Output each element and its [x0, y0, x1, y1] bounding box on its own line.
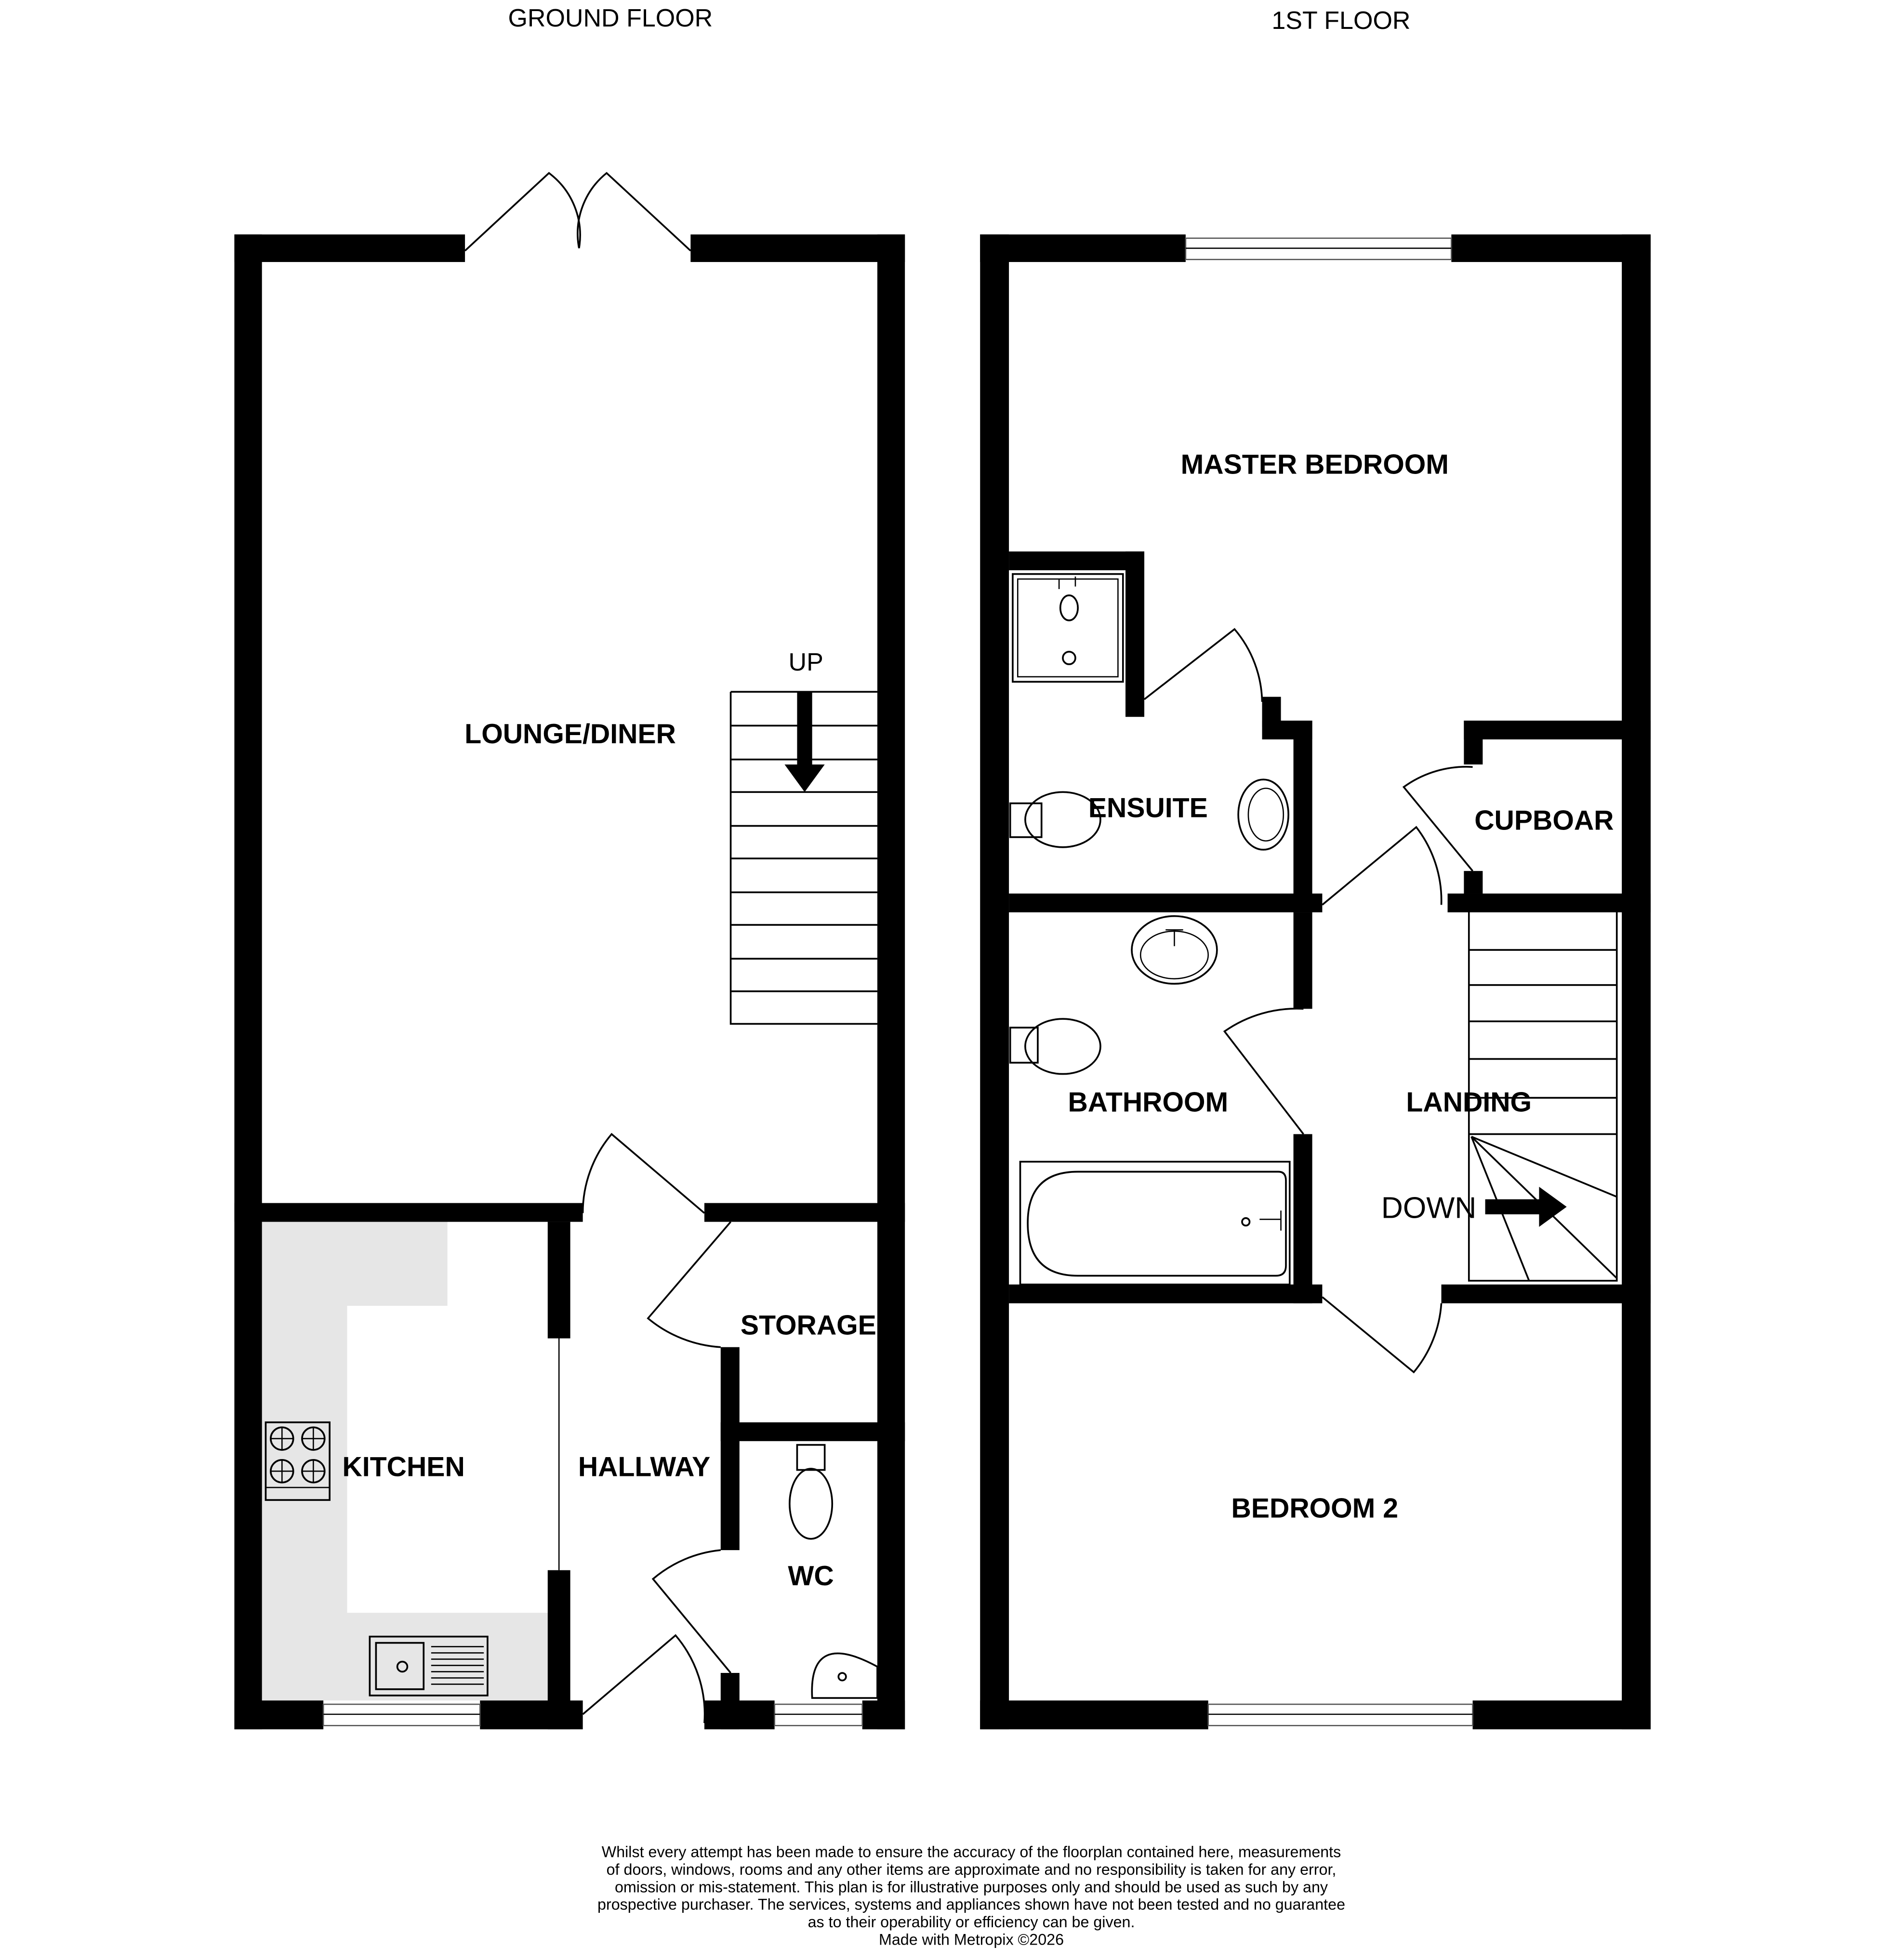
kitchen-worktop — [262, 1222, 548, 1701]
stairs-down-label: DOWN — [1381, 1191, 1477, 1225]
ensuite-basin-icon — [1237, 778, 1289, 851]
first-stairs[interactable] — [1468, 912, 1618, 1282]
disclaimer-line: omission or mis-statement. This plan is … — [615, 1878, 1328, 1895]
credit: Made with Metropix ©2026 — [879, 1931, 1064, 1948]
room-label-kitchen: KITCHEN — [342, 1452, 464, 1483]
room-label-cupboard: CUPBOAR — [1474, 805, 1614, 836]
room-label-bathroom: BATHROOM — [1068, 1087, 1228, 1118]
disclaimer: Whilst every attempt has been made to en… — [597, 1843, 1345, 1948]
disclaimer-line: of doors, windows, rooms and any other i… — [607, 1861, 1337, 1878]
room-label-wc: WC — [788, 1561, 834, 1592]
bathroom-toilet-icon — [1009, 1018, 1101, 1075]
room-label-hallway: HALLWAY — [578, 1452, 710, 1483]
bathroom-basin-icon — [1131, 915, 1218, 985]
room-label-landing: LANDING — [1406, 1087, 1532, 1118]
stairs-up-label: UP — [789, 648, 823, 676]
room-label-storage: STORAGE — [741, 1310, 876, 1341]
up-arrow-icon — [797, 692, 812, 767]
ensuite-door[interactable] — [1143, 628, 1263, 702]
ground-walls — [234, 234, 905, 1730]
ground-stairs[interactable] — [729, 691, 877, 1025]
wc-basin-icon — [811, 1652, 878, 1699]
disclaimer-line: prospective purchaser. The services, sys… — [597, 1896, 1345, 1913]
shower-tray-icon — [1012, 573, 1124, 683]
wc-toilet-icon — [789, 1444, 834, 1540]
french-doors[interactable] — [464, 171, 691, 251]
lounge-door[interactable] — [582, 1132, 705, 1214]
kitchen-sink-icon — [369, 1635, 489, 1697]
bath-icon — [1019, 1160, 1291, 1286]
room-label-lounge: LOUNGE/DINER — [464, 719, 676, 750]
cupboard-door[interactable] — [1402, 766, 1473, 872]
ground-floor-plan: UP LOUNGE/DINER KITCHEN HALLWAY STOR — [234, 171, 905, 1730]
front-door[interactable] — [582, 1634, 706, 1723]
first-floor-plan: MASTER BEDROOM ENSUITE CUPBOAR BATHROOM … — [980, 234, 1651, 1730]
bedroom2-door[interactable] — [1322, 1296, 1443, 1374]
wc-door[interactable] — [651, 1549, 731, 1674]
storage-door[interactable] — [647, 1221, 731, 1348]
first-floor-title: 1ST FLOOR — [1271, 7, 1410, 35]
down-arrow-icon — [1485, 1199, 1542, 1214]
room-label-bedroom-2: BEDROOM 2 — [1231, 1493, 1399, 1524]
bathroom-door[interactable] — [1223, 1008, 1304, 1135]
hob-icon — [265, 1421, 331, 1501]
disclaimer-line: as to their operability or efficiency ca… — [808, 1913, 1135, 1931]
ground-floor-title: GROUND FLOOR — [508, 4, 713, 32]
room-label-master-bedroom: MASTER BEDROOM — [1181, 449, 1449, 480]
room-label-ensuite: ENSUITE — [1088, 792, 1208, 823]
master-door[interactable] — [1322, 826, 1443, 906]
ensuite-toilet-icon — [1009, 791, 1101, 848]
disclaimer-line: Whilst every attempt has been made to en… — [602, 1843, 1341, 1860]
first-walls — [980, 234, 1651, 1730]
